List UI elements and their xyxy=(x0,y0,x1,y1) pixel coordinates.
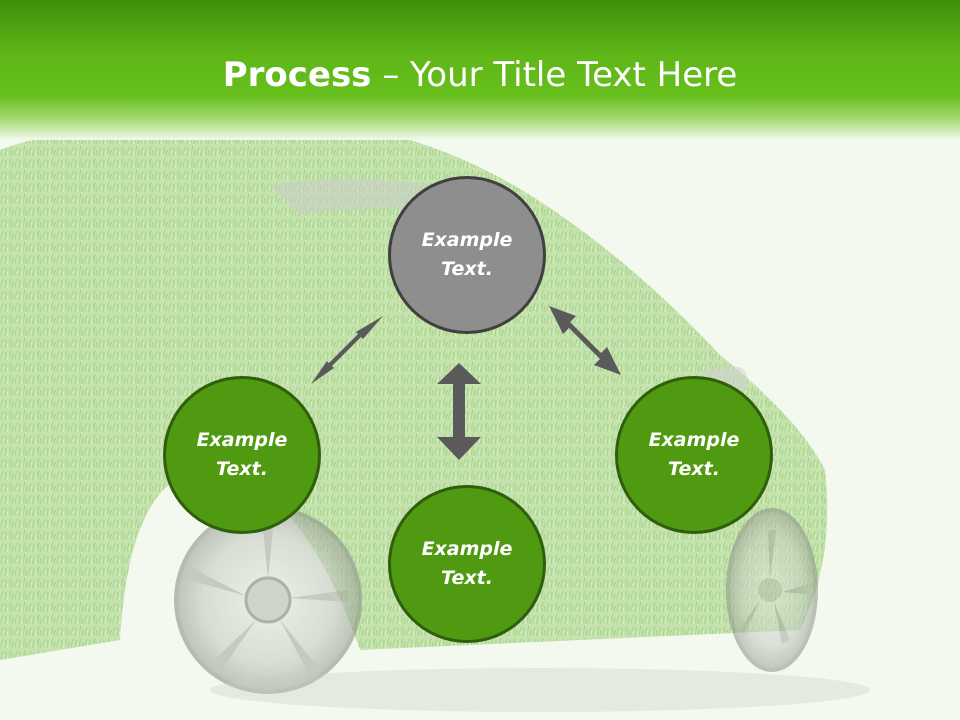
process-node-top: Example Text. xyxy=(388,176,546,334)
process-node-right: Example Text. xyxy=(615,376,773,534)
process-node-left: Example Text. xyxy=(163,376,321,534)
process-node-left-label: Example Text. xyxy=(196,429,288,480)
process-node-bottom: Example Text. xyxy=(388,485,546,643)
slide-title: Process – Your Title Text Here xyxy=(0,50,960,100)
slide-title-bold: Process xyxy=(222,55,372,95)
double-arrow-center xyxy=(437,363,481,460)
title-bar xyxy=(0,0,960,140)
slide-title-rest: – Your Title Text Here xyxy=(371,55,738,95)
process-node-right-label: Example Text. xyxy=(648,429,740,480)
process-node-bottom-label: Example Text. xyxy=(421,538,513,589)
process-node-top-label: Example Text. xyxy=(421,229,513,280)
double-arrow-left xyxy=(311,316,383,384)
double-arrow-right xyxy=(549,306,621,375)
